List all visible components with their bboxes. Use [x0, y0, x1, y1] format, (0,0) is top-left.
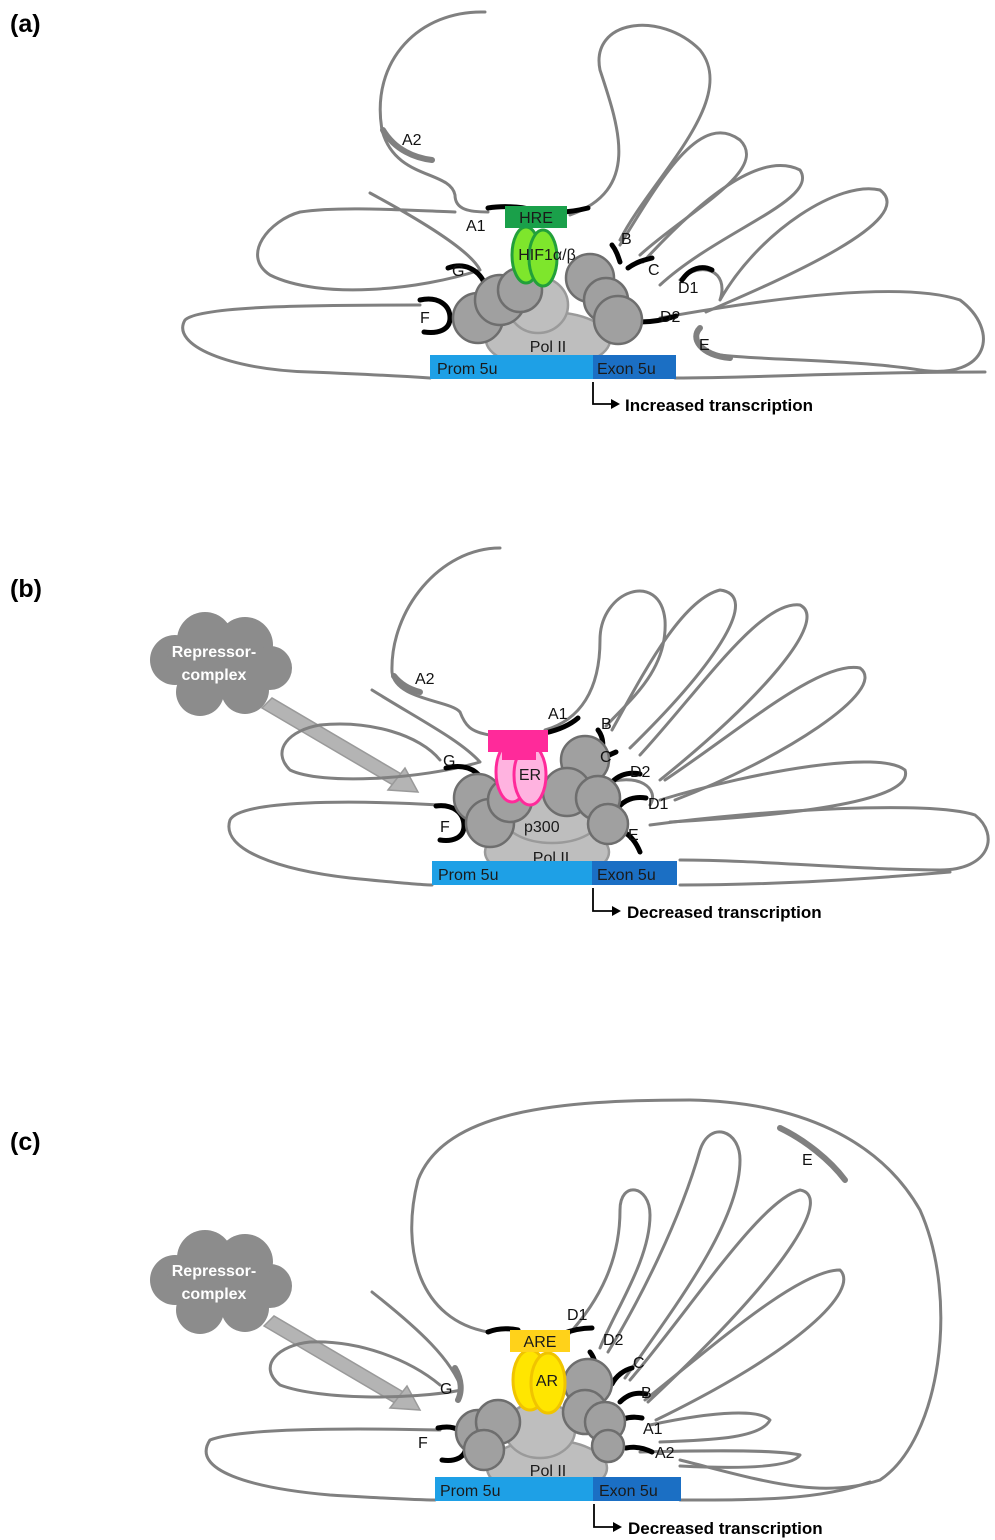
panel-b: (b) Repressor- complex [10, 548, 988, 922]
panel-b-tag: (b) [10, 575, 42, 603]
panel-a-label-b: B [621, 231, 632, 248]
panel-a-loop-a1-right [570, 25, 710, 240]
panel-c-segment-g [455, 1368, 461, 1400]
panel-a-arrow-head [611, 399, 620, 409]
panel-c-label-d2: D2 [603, 1332, 624, 1349]
panel-b-outcome-arrow [593, 888, 613, 911]
panel-a-promoter-label: Prom 5u [437, 361, 497, 378]
panel-b-protein-ball [588, 804, 628, 844]
panel-a-hre-label: HRE [519, 210, 553, 227]
panel-c-repressor-line2: complex [182, 1286, 247, 1303]
panel-c-loop-b [645, 1270, 844, 1420]
panel-c-label-f: F [418, 1435, 428, 1452]
panel-b-label-a1: A1 [548, 706, 568, 723]
panel-b-ere-box [488, 730, 548, 752]
panel-c-repressor-line1: Repressor- [172, 1263, 256, 1280]
panel-b-ere-stem [502, 752, 536, 760]
panel-b-promoter-label: Prom 5u [438, 867, 498, 884]
panel-b-repressor-line2: complex [182, 667, 247, 684]
panel-c-label-g: G [440, 1381, 452, 1398]
panel-b-exon-label: Exon 5u [597, 867, 656, 884]
panel-a-label-a2: A2 [402, 132, 422, 149]
panel-a-anchor-d1 [682, 268, 712, 280]
panel-a-pol-ii-label: Pol II [530, 339, 566, 356]
panel-a-loop-d2-e [660, 292, 983, 372]
panel-b-label-g: G [443, 753, 455, 770]
panel-c-loop-c [630, 1190, 810, 1402]
panel-a-tag: (a) [10, 10, 41, 38]
panel-b-outcome-label: Decreased transcription [627, 903, 822, 922]
panel-a-outcome-label: Increased transcription [625, 396, 813, 415]
panel-c-ar-label: AR [536, 1373, 558, 1390]
panel-c-outcome-label: Decreased transcription [628, 1519, 823, 1538]
panel-a-label-a1: A1 [466, 218, 486, 235]
panel-b-loop-b [612, 590, 736, 748]
panel-b-repressor-line1: Repressor- [172, 644, 256, 661]
panel-c-label-b: B [641, 1385, 652, 1402]
panel-b-loop-e [650, 808, 988, 870]
panel-b-label-d1: D1 [648, 796, 669, 813]
panel-c-label-a2: A2 [655, 1445, 675, 1462]
panel-c-protein-ball [592, 1430, 624, 1462]
panel-c-are-label: ARE [524, 1334, 557, 1351]
panel-c-protein-ball [464, 1430, 504, 1470]
panel-b-loop-d2 [665, 667, 865, 800]
panel-a-label-d1: D1 [678, 280, 699, 297]
panel-a-label-d2: D2 [660, 309, 681, 326]
panel-b-anchor-d1 [618, 797, 646, 808]
panel-a-loop-f [183, 305, 430, 378]
panel-b-arrow-head [612, 906, 621, 916]
panel-c-label-e: E [802, 1152, 813, 1169]
panel-b-baseline-right [680, 872, 950, 885]
panel-a-loop-a2 [380, 12, 488, 212]
panel-c-label-d1: D1 [567, 1307, 588, 1324]
panel-c-promoter-label: Prom 5u [440, 1483, 500, 1500]
panel-b-label-e: E [628, 827, 639, 844]
panel-c-loop-a1 [650, 1413, 770, 1442]
panel-b-er-label: ER [519, 767, 541, 784]
panel-c-outcome-arrow [594, 1504, 614, 1527]
panel-b-label-a2: A2 [415, 671, 435, 688]
panel-b-label-c: C [600, 749, 612, 766]
panel-b-label-f: F [440, 819, 450, 836]
panel-c-arrow-head [613, 1522, 622, 1532]
panel-a-hif-label: HIF1α/β [518, 247, 576, 264]
panel-c-baseline-right [680, 1482, 870, 1500]
panel-a-baseline-right [675, 372, 985, 378]
panel-c-tag: (c) [10, 1128, 41, 1156]
panel-c-anchor-c [612, 1368, 632, 1384]
panel-a-label-g: G [452, 263, 464, 280]
panel-b-loop-a2 [392, 548, 500, 735]
panel-a-loop-g [258, 193, 480, 290]
panel-a-protein-ball [594, 296, 642, 344]
panel-b-label-d2: D2 [630, 764, 651, 781]
panel-c: (c) Repressor- complex [10, 1100, 941, 1538]
panel-c-loop-f [206, 1429, 440, 1500]
panel-b-label-b: B [601, 716, 612, 733]
panel-a-exon-label: Exon 5u [597, 361, 656, 378]
panel-a-loop-c [643, 166, 803, 285]
panel-b-p300-label: p300 [524, 819, 560, 836]
panel-a-anchor-b [612, 245, 620, 262]
panel-b-loop-f [229, 802, 440, 885]
panel-c-label-c: C [633, 1355, 645, 1372]
panel-c-label-a1: A1 [643, 1421, 663, 1438]
panel-c-loop-d1 [568, 1190, 650, 1348]
panel-a-label-e: E [699, 337, 710, 354]
panel-a-label-c: C [648, 262, 660, 279]
panel-a-outcome-arrow [593, 382, 612, 404]
panel-a-label-f: F [420, 310, 430, 327]
panel-c-exon-label: Exon 5u [599, 1483, 658, 1500]
panel-a: (a) Pol II H [10, 10, 985, 415]
